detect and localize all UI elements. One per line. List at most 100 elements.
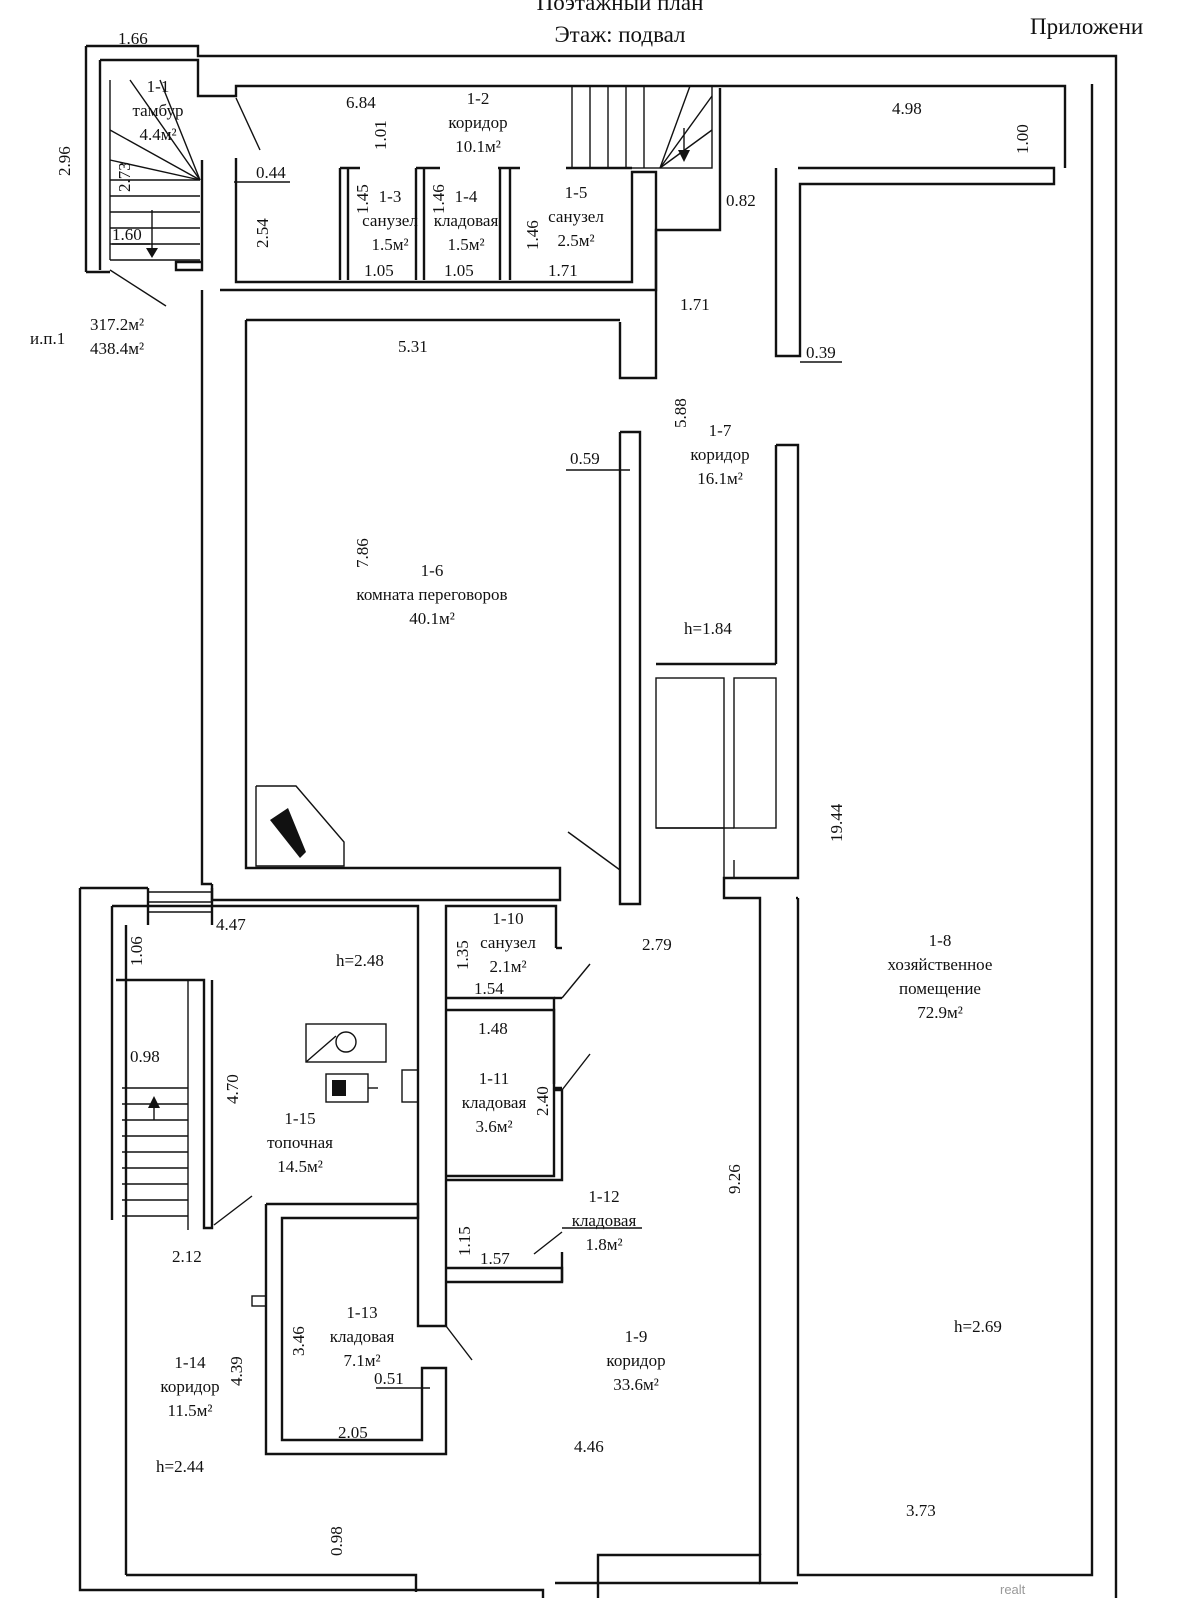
dimension-leaders: [112, 181, 842, 1389]
dim-label: 1.15: [455, 1226, 474, 1256]
room-1-6-walls: [210, 318, 800, 1555]
room-1-6-name: комната переговоров: [356, 585, 507, 604]
watermark: realt: [1000, 1582, 1026, 1597]
room-1-11-name: кладовая: [462, 1093, 527, 1112]
dim-label: 1.46: [429, 184, 448, 214]
dim-label: 1.05: [444, 261, 474, 280]
dim-label: 2.40: [533, 1086, 552, 1116]
area-total-1: 317.2м²: [90, 315, 144, 334]
room-1-7-area: 16.1м²: [697, 469, 743, 488]
room-1-14-area: 11.5м²: [168, 1401, 213, 1420]
outer-walls: [78, 44, 1118, 1598]
room-1-13-name: кладовая: [330, 1327, 395, 1346]
dim-label: 1.66: [118, 29, 148, 48]
small-rooms-walls: [446, 946, 642, 1284]
room-1-7-name: коридор: [690, 445, 749, 464]
room-1-8-name2: помещение: [899, 979, 981, 998]
dim-label: 2.05: [338, 1423, 368, 1442]
room-1-7-num: 1-7: [709, 421, 732, 440]
room-1-2-area: 10.1м²: [455, 137, 501, 156]
room-1-5-name: санузел: [548, 207, 604, 226]
dim-label: 1.71: [680, 295, 710, 314]
dim-label: 0.51: [374, 1369, 404, 1388]
dim-label: 19.44: [827, 803, 846, 842]
room-1-10-num: 1-10: [492, 909, 523, 928]
room-1-14-num: 1-14: [174, 1353, 206, 1372]
plan-title: Поэтажный план: [537, 0, 704, 15]
appendix-label: Приложени: [1030, 14, 1143, 39]
room-1-6-num: 1-6: [421, 561, 444, 580]
room-labels: 1-1 тамбур 4.4м² 1-2 коридор 10.1м² 1-3 …: [133, 77, 993, 1420]
lower-left-walls: [110, 904, 558, 1456]
room-1-8-area: 72.9м²: [917, 1003, 963, 1022]
dim-label: 0.98: [327, 1526, 346, 1556]
dim-label: 1.46: [523, 220, 542, 250]
dim-label: 6.84: [346, 93, 376, 112]
dim-label: 2.73: [115, 162, 134, 192]
dim-label: 1.35: [453, 940, 472, 970]
dim-label: 1.45: [353, 184, 372, 214]
room-1-10-name: санузел: [480, 933, 536, 952]
dim-label: 0.39: [806, 343, 836, 362]
room-1-12-area: 1.8м²: [585, 1235, 622, 1254]
room-1-11-num: 1-11: [479, 1069, 510, 1088]
room-1-13-num: 1-13: [346, 1303, 377, 1322]
height-1-7: h=1.84: [684, 619, 732, 638]
room-1-13-area: 7.1м²: [343, 1351, 380, 1370]
room-1-15-area: 14.5м²: [277, 1157, 323, 1176]
dim-label: 4.46: [574, 1437, 604, 1456]
dim-label: 2.54: [253, 218, 272, 248]
room-1-15-name: топочная: [267, 1133, 333, 1152]
stair-1-1: [109, 79, 201, 307]
dim-label: 3.46: [289, 1326, 308, 1356]
room-1-15-num: 1-15: [284, 1109, 315, 1128]
dim-label: 0.82: [726, 191, 756, 210]
room-1-5-num: 1-5: [565, 183, 588, 202]
dim-label: 1.71: [548, 261, 578, 280]
room-1-4-name: кладовая: [434, 211, 499, 230]
dim-label: 1.48: [478, 1019, 508, 1038]
room-1-12-name: кладовая: [572, 1211, 637, 1230]
height-1-8: h=2.69: [954, 1317, 1002, 1336]
dim-label: 2.96: [55, 146, 74, 176]
dim-label: 1.06: [127, 936, 146, 966]
room-1-11-area: 3.6м²: [475, 1117, 512, 1136]
room-1-6-area: 40.1м²: [409, 609, 455, 628]
dim-label: 1.01: [371, 120, 390, 150]
room-1-9-area: 33.6м²: [613, 1375, 659, 1394]
area-total-2: 438.4м²: [90, 339, 144, 358]
room-1-3-area: 1.5м²: [371, 235, 408, 254]
room-1-8-name: хозяйственное: [888, 955, 993, 974]
ip-label: и.п.1: [30, 329, 65, 348]
room-1-8-num: 1-8: [929, 931, 952, 950]
dim-label: 3.73: [906, 1501, 936, 1520]
stair-1-14: [148, 891, 212, 913]
dim-label: 2.79: [642, 935, 672, 954]
room-1-3-name: санузел: [362, 211, 418, 230]
room-1-3-num: 1-3: [379, 187, 402, 206]
dim-label: 4.98: [892, 99, 922, 118]
dim-label: 0.98: [130, 1047, 160, 1066]
dim-label: 1.57: [480, 1249, 510, 1268]
dim-label: 4.47: [216, 915, 246, 934]
summary-block: и.п.1 317.2м² 438.4м²: [30, 315, 144, 358]
stair-1-2: [571, 85, 713, 169]
room-1-1-area: 4.4м²: [139, 125, 176, 144]
room-1-4-area: 1.5м²: [447, 235, 484, 254]
dim-label: 0.44: [256, 163, 286, 182]
height-1-14: h=2.44: [156, 1457, 204, 1476]
dim-label: 0.59: [570, 449, 600, 468]
floor-label: Этаж: подвал: [554, 22, 685, 47]
dim-label: 1.60: [112, 225, 142, 244]
room-1-5-area: 2.5м²: [557, 231, 594, 250]
room-1-1-name: тамбур: [133, 101, 184, 120]
dim-label: 1.05: [364, 261, 394, 280]
room-1-2-name: коридор: [448, 113, 507, 132]
dim-label: 5.31: [398, 337, 428, 356]
room-1-12-num: 1-12: [588, 1187, 619, 1206]
dim-label: 9.26: [725, 1164, 744, 1194]
dim-label: 7.86: [353, 538, 372, 568]
room-1-9-name: коридор: [606, 1351, 665, 1370]
height-1-15: h=2.48: [336, 951, 384, 970]
height-labels: h=1.84 h=2.69 h=2.48 h=2.44: [156, 619, 1002, 1476]
